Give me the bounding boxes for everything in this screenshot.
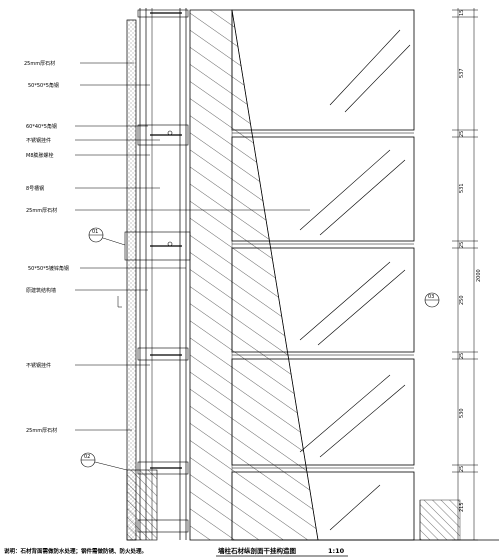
label-4: 不锈钢挂件 — [26, 137, 51, 144]
label-3: 60*40*5角钢 — [26, 123, 57, 130]
dim-seg-8: 530 — [459, 408, 465, 418]
structural-wall — [189, 9, 319, 541]
dim-seg-2: 537 — [459, 68, 465, 78]
dim-seg-1: 15 — [459, 10, 465, 16]
label-6: 8号槽钢 — [26, 185, 44, 192]
label-2: 50*50*5角钢 — [28, 82, 59, 89]
callout-3: 03 — [424, 292, 440, 308]
title-scale: 1:10 — [328, 547, 345, 555]
bracket-1 — [137, 9, 189, 18]
callout-1: 01 — [88, 227, 126, 246]
callout-2: 02 — [80, 452, 128, 471]
bracket-4 — [137, 347, 189, 361]
construction-note: 说明：石材背面需做防水处理；钢件需做防锈、防火处理。 — [4, 547, 147, 555]
labels: 25mm厚石材 50*50*5角钢 60*40*5角钢 不锈钢挂件 M8膨胀螺栓… — [24, 60, 69, 434]
dim-seg-4: 531 — [459, 183, 465, 193]
label-8: 50*50*5镀锌角钢 — [28, 265, 69, 272]
callout-3-label: 03 — [428, 294, 434, 300]
label-9: 原建筑结构墙 — [26, 287, 56, 294]
dim-seg-6: 250 — [459, 295, 465, 305]
dim-total: 2000 — [476, 269, 482, 282]
leader-lines — [75, 62, 310, 431]
bracket-3 — [124, 231, 191, 261]
bracket-6 — [137, 519, 189, 533]
bracket-5 — [137, 461, 189, 475]
callout-1-label: 01 — [92, 229, 98, 235]
stone-panels — [231, 9, 415, 541]
dim-seg-5: 25 — [459, 242, 465, 248]
label-7: 25mm厚石材 — [26, 207, 57, 214]
cladding-system — [126, 8, 187, 541]
callout-2-label: 02 — [84, 454, 90, 460]
dim-seg-3: 25 — [459, 131, 465, 137]
label-5: M8膨胀螺栓 — [26, 152, 54, 159]
bracket-2 — [137, 124, 189, 146]
label-10: 不锈钢挂件 — [26, 362, 51, 369]
label-11: 25mm厚石材 — [26, 427, 57, 434]
dim-seg-7: 25 — [459, 353, 465, 359]
title-main: 墙柱石材纵剖面干挂构造图 — [218, 546, 297, 555]
drawing-title: 墙柱石材纵剖面干挂构造图 1:10 — [216, 546, 348, 557]
label-1: 25mm厚石材 — [24, 60, 55, 67]
small-marker — [117, 296, 122, 308]
dim-seg-9: 25 — [459, 466, 465, 472]
dimension-line: 15 537 25 531 25 250 25 530 25 215 2000 — [452, 8, 482, 541]
ground-symbol — [318, 499, 499, 541]
dim-seg-10: 215 — [459, 502, 465, 512]
